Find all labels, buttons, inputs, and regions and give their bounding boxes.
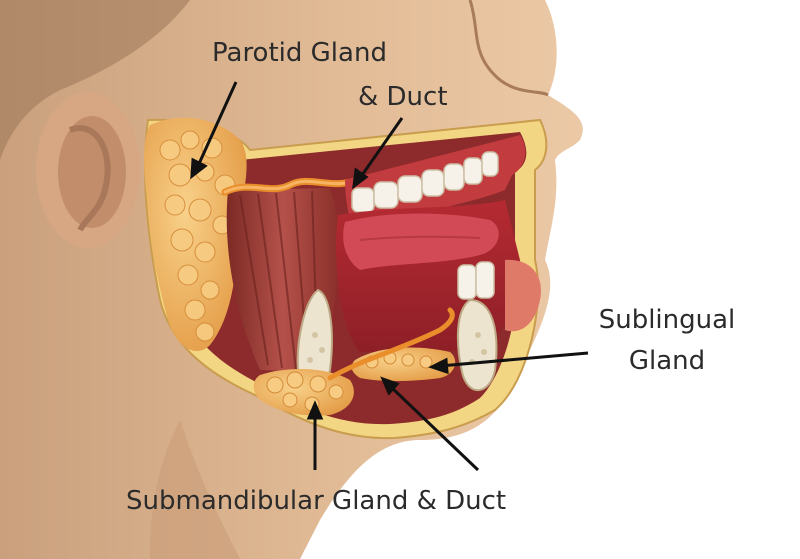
mandible-bone — [296, 288, 498, 392]
label-parotid-gland: Parotid Gland — [212, 38, 387, 68]
upper-teeth — [351, 151, 499, 213]
label-sublingual: Sublingual — [598, 305, 736, 335]
submandibular-gland — [253, 307, 455, 416]
parotid-duct-pointer — [358, 117, 404, 179]
submandibular-duct-pointer — [388, 384, 480, 472]
tongue — [343, 213, 499, 270]
pointer-lines — [190, 81, 589, 472]
label-parotid-duct: & Duct — [358, 82, 448, 112]
label-submandibular: Submandibular Gland & Duct — [126, 486, 507, 516]
parotid-gland — [144, 117, 247, 351]
lower-teeth — [457, 261, 495, 300]
label-sublingual-gland: Gland — [628, 346, 706, 376]
ear — [36, 92, 140, 248]
parotid-gland-pointer — [196, 81, 238, 167]
sublingual-pointer — [439, 351, 589, 368]
